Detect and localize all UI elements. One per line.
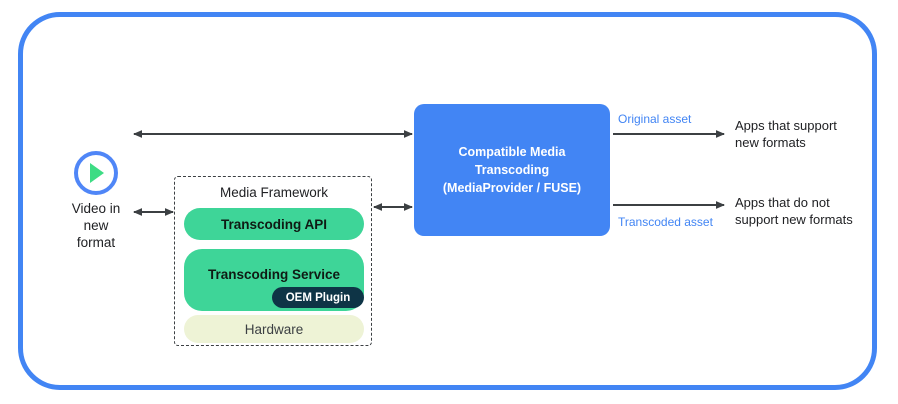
transcoding-api-block: Transcoding API bbox=[184, 208, 364, 240]
original-asset-label: Original asset bbox=[618, 112, 692, 126]
play-triangle-icon bbox=[90, 163, 104, 183]
hardware-block: Hardware bbox=[184, 315, 364, 343]
oem-plugin-badge: OEM Plugin bbox=[272, 287, 364, 308]
compatible-media-transcoding-box: Compatible Media Transcoding (MediaProvi… bbox=[414, 104, 610, 236]
play-circle-icon bbox=[74, 151, 118, 195]
apps-supporting-new-formats-label: Apps that support new formats bbox=[735, 118, 837, 150]
media-framework-container: Media Framework Transcoding API Transcod… bbox=[174, 176, 372, 346]
video-source-label: Video in new format bbox=[71, 201, 121, 250]
transcoded-asset-label: Transcoded asset bbox=[618, 215, 713, 229]
apps-not-supporting-new-formats-label: Apps that do not support new formats bbox=[735, 195, 853, 227]
media-framework-title: Media Framework bbox=[219, 185, 329, 200]
